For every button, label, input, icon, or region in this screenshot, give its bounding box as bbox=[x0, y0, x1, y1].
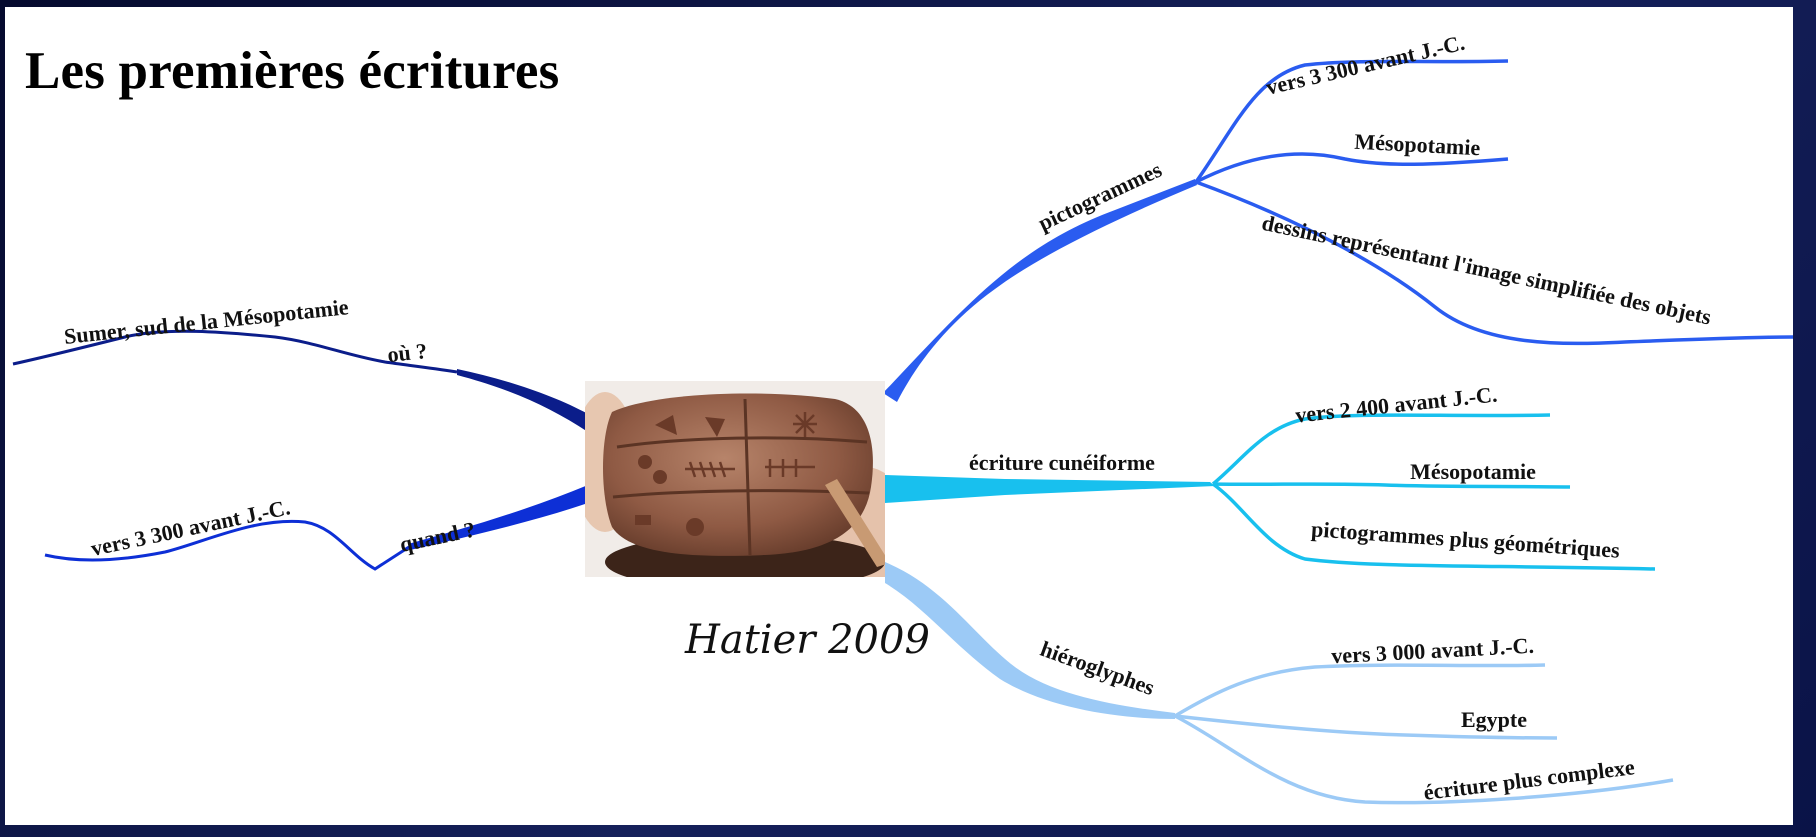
branch-cuneiform-leaf2-line bbox=[1212, 482, 1571, 489]
branch-hieroglyphs-leaf2-line bbox=[1174, 714, 1558, 740]
branch-when-leaf-label: vers 3 300 avant J.-C. bbox=[89, 494, 293, 561]
branch-cuneiform-leaf2-label: Mésopotamie bbox=[1410, 459, 1536, 484]
branch-hieroglyphs-leaf3-line bbox=[1174, 714, 1674, 805]
branch-pictogrammes-leaf3-label: dessins représentant l'image simplifiée … bbox=[1260, 210, 1714, 330]
branch-where-leaf-label: Sumer, sud de la Mésopotamie bbox=[63, 294, 350, 349]
branch-when-trunk bbox=[408, 485, 588, 550]
branch-when: quand ? vers 3 300 avant J.-C. bbox=[44, 485, 588, 571]
slide-title: Les premières écritures bbox=[25, 42, 560, 100]
branch-pictogrammes-leaf1-line bbox=[1194, 59, 1509, 184]
branch-hieroglyphs: hiéroglyphes vers 3 000 avant J.-C. Egyp… bbox=[885, 562, 1674, 805]
branch-hieroglyphs-leaf2-label: Egypte bbox=[1461, 707, 1527, 732]
branch-when-line bbox=[44, 519, 410, 571]
branch-cuneiform-trunk bbox=[885, 475, 1215, 503]
branch-hieroglyphs-leaf1-label: vers 3 000 avant J.-C. bbox=[1331, 633, 1535, 669]
slide-canvas: Les premières écritures où ? Sumer, sud … bbox=[5, 7, 1793, 825]
branch-cuneiform-leaf1-label: vers 2 400 avant J.-C. bbox=[1294, 382, 1498, 428]
branch-hieroglyphs-trunk bbox=[885, 562, 1175, 719]
branch-pictogrammes-leaf2-label: Mésopotamie bbox=[1354, 129, 1481, 161]
branch-cuneiform-leaf1-line bbox=[1211, 413, 1551, 486]
branch-where-label: où ? bbox=[386, 338, 428, 367]
branch-pictogrammes-leaf1-label: vers 3 300 avant J.-C. bbox=[1264, 30, 1467, 100]
branch-where-line bbox=[12, 329, 458, 374]
branch-cuneiform-leaf3-label: pictogrammes plus géométriques bbox=[1310, 516, 1621, 563]
mind-map: où ? Sumer, sud de la Mésopotamie quand … bbox=[12, 30, 1793, 805]
branch-pictogrammes-leaf3-line bbox=[1195, 180, 1793, 346]
branch-hieroglyphs-leaf1-line bbox=[1174, 663, 1546, 718]
branch-where: où ? Sumer, sud de la Mésopotamie bbox=[12, 294, 588, 432]
branch-cuneiform-label: écriture cunéiforme bbox=[969, 450, 1155, 475]
branch-pictogrammes-leaf2-line bbox=[1195, 152, 1509, 184]
central-image bbox=[585, 381, 885, 577]
branch-cuneiform-leaf3-line bbox=[1211, 482, 1656, 571]
branch-pictogrammes: pictogrammes vers 3 300 avant J.-C. Méso… bbox=[883, 30, 1793, 402]
branch-cuneiform: écriture cunéiforme vers 2 400 avant J.-… bbox=[885, 382, 1656, 571]
branch-where-trunk bbox=[457, 369, 588, 432]
branch-when-label: quand ? bbox=[397, 516, 477, 556]
image-credit: Hatier 2009 bbox=[684, 617, 930, 663]
